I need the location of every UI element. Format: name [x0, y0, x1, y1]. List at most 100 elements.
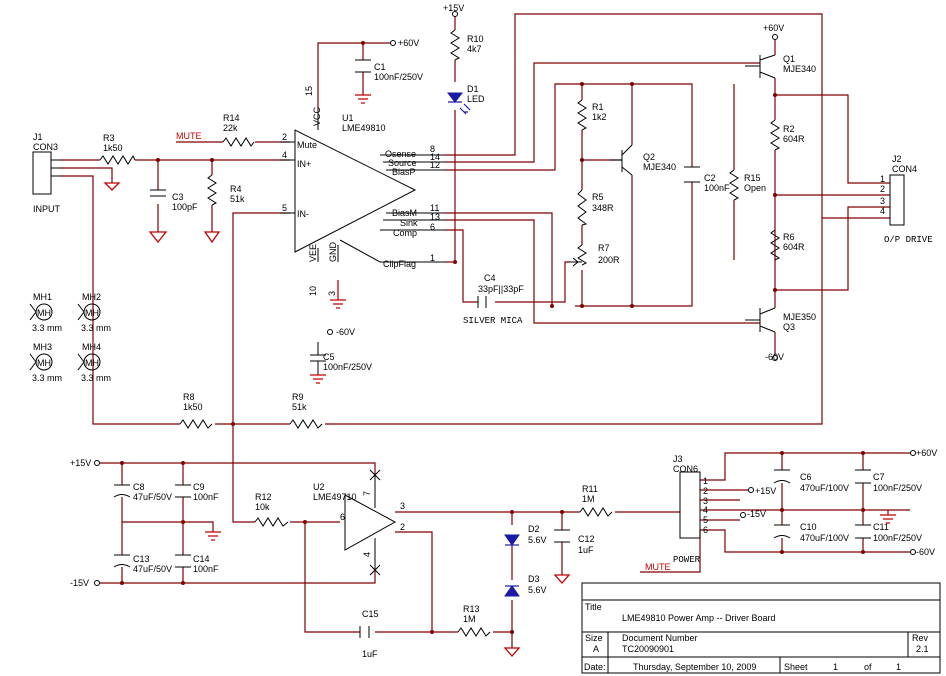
schematic-label: MH1: [33, 292, 52, 302]
schematic-label: 11: [430, 203, 439, 213]
schematic-label: 2: [282, 132, 287, 142]
schematic-label: VCC: [312, 106, 322, 126]
schematic-label: 1uF: [578, 545, 594, 555]
schematic-label: C1: [374, 62, 386, 72]
schematic-label: C4: [484, 273, 496, 283]
schematic-label: Thursday, September 10, 2009: [633, 662, 756, 672]
schematic-label: MJE340: [783, 64, 816, 74]
schematic-label: 1M: [582, 494, 595, 504]
schematic-label: 3.3 mm: [32, 323, 62, 333]
schematic-label: 5: [282, 203, 287, 213]
schematic-label: -15V: [747, 509, 766, 519]
schematic-label: 15: [304, 86, 314, 96]
schematic-label: R15: [744, 173, 761, 183]
schematic-label: 3: [703, 496, 708, 506]
schematic-label: R7: [598, 243, 610, 253]
schematic-label: 1: [703, 476, 708, 486]
schematic-label: 6: [703, 525, 708, 535]
schematic-label: C3: [172, 192, 184, 202]
schematic-label: J1: [33, 132, 43, 142]
schematic-label: O/P DRIVE: [884, 235, 933, 245]
schematic-label: R6: [783, 232, 795, 242]
ground-symbols: [103, 94, 896, 657]
title-block-text: Title LME49810 Power Amp -- Driver Board…: [584, 602, 929, 672]
schematic-label: 5.6V: [528, 535, 547, 545]
schematic-label: 100nF/250V: [323, 362, 372, 372]
schematic-label: -60V: [916, 547, 935, 557]
schematic-label: 100nF/250V: [873, 533, 922, 543]
schematic-label: ClipFlag: [383, 259, 416, 269]
schematic-label: 13: [430, 212, 440, 222]
schematic-label: SILVER MICA: [463, 316, 523, 326]
schematic-label: R10: [467, 34, 484, 44]
schematic-label: -60V: [765, 352, 784, 362]
schematic-label: 14: [430, 152, 440, 162]
schematic-label: 4: [362, 552, 372, 557]
schematic-label: Q2: [643, 152, 655, 162]
schematic-label: C14: [193, 554, 210, 564]
schematic-label: 3: [327, 291, 337, 296]
labels: +15V R10 4k7 D1 LED +60V U1 LME49810 C1 …: [32, 3, 937, 659]
schematic-label: J3: [673, 454, 683, 464]
schematic-label: 7: [362, 491, 372, 496]
schematic-label: Sink: [400, 218, 418, 228]
schematic-label: 2: [703, 486, 708, 496]
schematic-label: 22k: [223, 123, 238, 133]
schematic-label: MH4: [82, 342, 101, 352]
schematic-label: 1: [430, 253, 435, 263]
schematic-label: C7: [873, 472, 885, 482]
schematic-label: 1uF: [362, 649, 378, 659]
schematic-label: INPUT: [33, 204, 61, 214]
j1-connector: [32, 151, 52, 195]
schematic-label: Rev: [912, 633, 929, 643]
schematic-label: BiasP: [392, 167, 416, 177]
u2-opamp: [344, 494, 397, 551]
schematic-label: Size: [585, 633, 603, 643]
schematic-label: R8: [183, 392, 195, 402]
mounting-holes: [29, 303, 101, 371]
diodes: [446, 92, 520, 597]
schematic-label: Date:: [584, 662, 606, 672]
u1-opamp: [294, 129, 417, 253]
schematic-label: 470uF/100V: [800, 533, 849, 543]
j3-connector: [679, 471, 701, 539]
schematic-label: C5: [323, 352, 335, 362]
schematic-label: 6: [430, 222, 435, 232]
schematic-label: Comp: [393, 228, 417, 238]
schematic-label: Q3: [783, 322, 795, 332]
schematic-label: 100nF/250V: [873, 483, 922, 493]
schematic-label: 1k50: [103, 143, 123, 153]
schematic-label: 100nF/250V: [374, 72, 423, 82]
schematic-label: Title: [585, 602, 602, 612]
j2-connector: [889, 174, 905, 226]
schematic-label: R9: [292, 392, 304, 402]
schematic-label: POWER: [673, 555, 701, 565]
schematic-label: R13: [463, 604, 480, 614]
schematic-label: 470uF/100V: [800, 483, 849, 493]
junctions: [120, 41, 865, 634]
schematic-label: U1: [342, 113, 354, 123]
schematic-label: 8: [430, 144, 435, 154]
schematic-label: 1: [833, 662, 838, 672]
schematic-label: 100nF: [704, 183, 730, 193]
schematic-label: 47uF/50V: [133, 492, 172, 502]
schematic-label: 3: [400, 501, 405, 511]
schematic-label: CON4: [892, 164, 917, 174]
schematic-label: 10: [308, 286, 318, 296]
schematic-label: 12: [430, 160, 440, 170]
schematic-label: 200R: [598, 255, 620, 265]
schematic-label: 2: [400, 522, 405, 532]
schematic-label: R11: [582, 484, 598, 494]
schematic-label: MJE350: [783, 312, 816, 322]
schematic-label: 4: [703, 505, 708, 515]
schematic-label: 3.3 mm: [32, 373, 62, 383]
schematic-label: MUTE: [645, 562, 671, 572]
schematic-label: Document Number: [622, 633, 698, 643]
schematic-label: C8: [133, 482, 145, 492]
schematic-label: 4k7: [467, 44, 482, 54]
schematic-label: MH: [37, 308, 51, 318]
schematic-label: 100pF: [172, 202, 198, 212]
schematic-label: 2.1: [916, 644, 929, 654]
schematic-label: 348R: [592, 203, 614, 213]
resistors: [99, 29, 781, 637]
